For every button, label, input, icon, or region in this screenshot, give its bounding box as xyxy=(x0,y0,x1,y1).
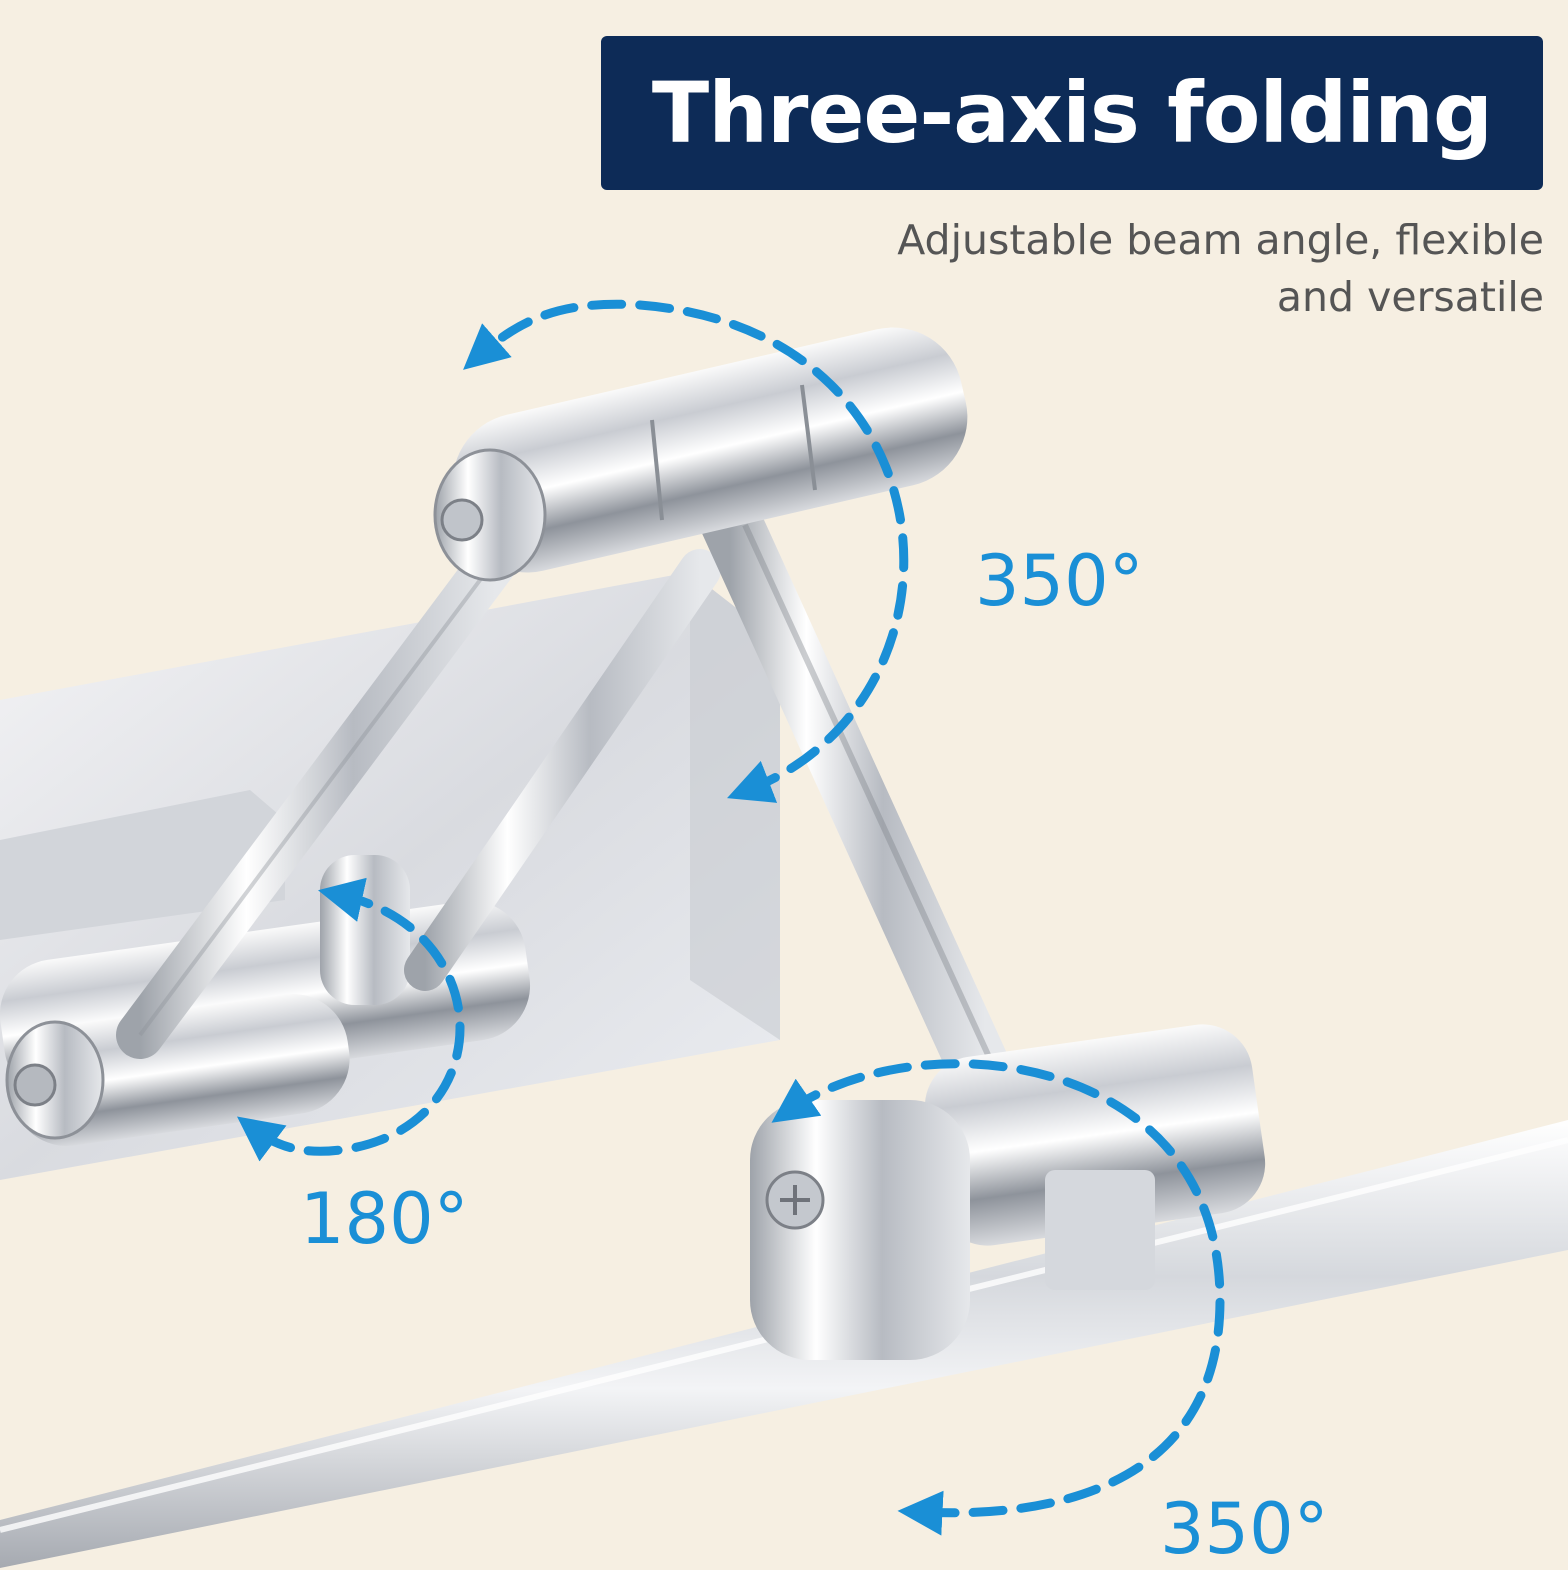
subtitle: Adjustable beam angle, flexible and vers… xyxy=(824,212,1544,326)
left-rotation-arrow xyxy=(236,877,465,1162)
title-banner: Three-axis folding xyxy=(601,36,1543,190)
page-title: Three-axis folding xyxy=(651,64,1493,162)
bottom-rotation-arrow xyxy=(771,1059,1225,1536)
angle-label-bottom: 350° xyxy=(1160,1488,1329,1570)
rotation-arrows xyxy=(236,299,1225,1536)
subtitle-line-2: and versatile xyxy=(1276,273,1544,321)
subtitle-line-1: Adjustable beam angle, flexible xyxy=(897,216,1544,264)
angle-label-top: 350° xyxy=(975,540,1144,622)
top-rotation-arrow xyxy=(463,299,909,803)
angle-label-left: 180° xyxy=(300,1178,469,1260)
